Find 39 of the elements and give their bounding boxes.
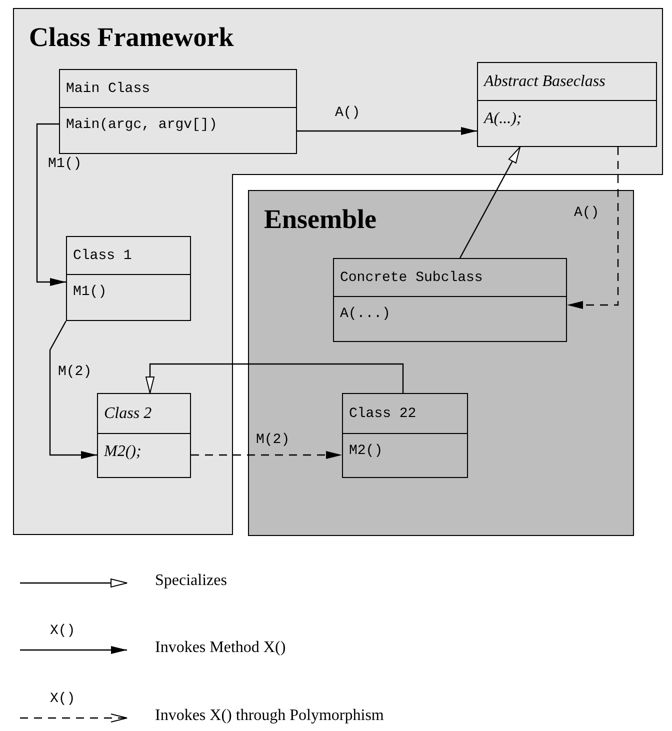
class-name: Class 22 <box>343 394 467 434</box>
arrow <box>459 146 521 258</box>
class-box <box>333 258 567 342</box>
legend-text: Invokes Method X() <box>155 639 286 657</box>
class-name: Concrete Subclass <box>334 259 566 297</box>
class-box <box>59 69 297 154</box>
group-panel <box>248 190 634 536</box>
class-box <box>66 236 191 321</box>
arrow <box>36 123 66 286</box>
method-name: Main(argc, argv[]) <box>65 116 218 135</box>
arrow <box>49 320 97 459</box>
edge-label: M1() <box>48 156 82 172</box>
class-name: Main Class <box>60 70 296 108</box>
method-name: A(...); <box>482 109 523 129</box>
panel-title: Ensemble <box>264 204 377 235</box>
edge-label: A() <box>574 205 600 221</box>
class-name: Class 1 <box>67 237 190 275</box>
edge-label: A() <box>335 105 360 121</box>
arrow <box>297 127 477 135</box>
legend-text: Invokes X() through Polymorphism <box>155 707 384 725</box>
arrow <box>191 451 342 459</box>
edge-label: M(2) <box>58 364 92 380</box>
class-box <box>97 393 191 478</box>
class-box <box>477 62 657 147</box>
legend-text: Specializes <box>155 572 227 590</box>
method-name: A(...) <box>339 305 392 324</box>
class-box <box>342 393 468 478</box>
class-name: Class 2 <box>98 394 190 434</box>
class-name: Abstract Baseclass <box>478 63 656 101</box>
panel-title: Class Framework <box>29 22 234 53</box>
sample-label: X() <box>50 623 76 639</box>
method-name: M1() <box>72 283 108 302</box>
method-name: M2() <box>348 442 384 461</box>
group-panel <box>13 8 663 535</box>
sample-label: X() <box>50 691 76 707</box>
arrow <box>567 147 619 309</box>
arrow <box>146 363 404 394</box>
method-name: M2(); <box>102 442 142 462</box>
edge-label: M(2) <box>256 432 290 448</box>
